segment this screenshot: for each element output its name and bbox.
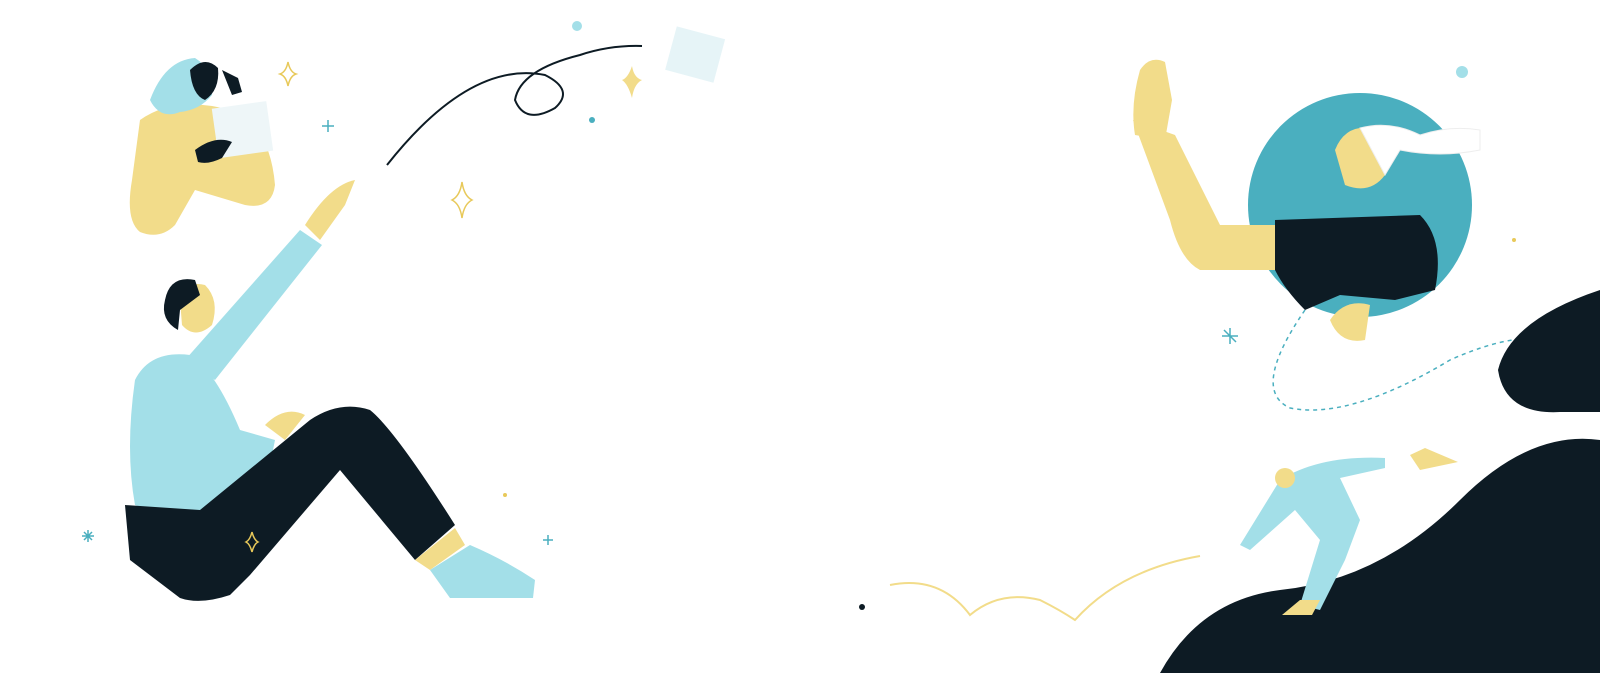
bounce-trail <box>889 555 1201 622</box>
person-sitting <box>125 180 535 601</box>
throw-trail <box>386 44 643 166</box>
person-running <box>1240 448 1458 615</box>
person-waving <box>1133 59 1481 341</box>
dot-icons <box>503 21 1516 610</box>
dark-hill <box>1160 438 1600 673</box>
sparkle-icons <box>244 61 474 553</box>
paper-cube-icon <box>665 26 726 83</box>
dark-rock <box>1498 290 1600 413</box>
person-top-left <box>129 58 275 235</box>
sparkle-icon <box>622 66 642 98</box>
dashed-trail <box>1272 309 1571 411</box>
asterisk-icons <box>82 120 1238 545</box>
